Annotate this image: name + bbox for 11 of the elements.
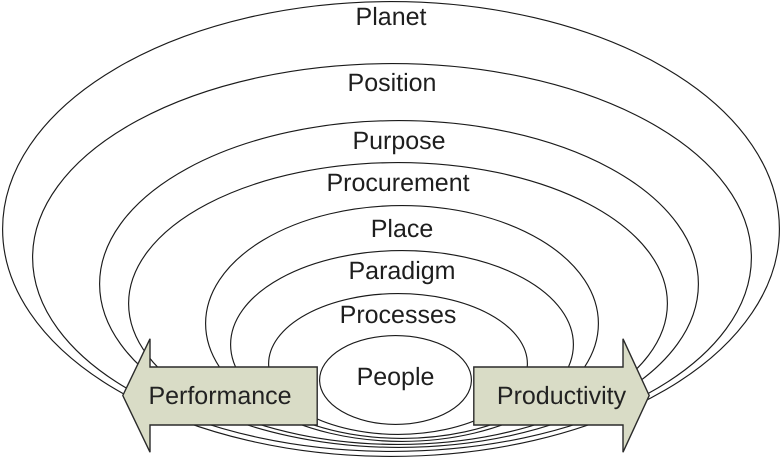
layer-label: Paradigm bbox=[348, 258, 456, 284]
layer-label: Position bbox=[348, 70, 436, 96]
layer-label: Purpose bbox=[352, 128, 446, 154]
arrow-label: Performance bbox=[148, 382, 292, 410]
layer-label: Processes bbox=[340, 302, 456, 328]
layer-label: Place bbox=[370, 216, 434, 242]
layer-label: Procurement bbox=[326, 170, 470, 196]
layer-label: Planet bbox=[356, 4, 426, 30]
layer-ellipse bbox=[319, 335, 472, 425]
layer-label: People bbox=[356, 364, 434, 390]
arrow-label: Productivity bbox=[496, 382, 626, 410]
